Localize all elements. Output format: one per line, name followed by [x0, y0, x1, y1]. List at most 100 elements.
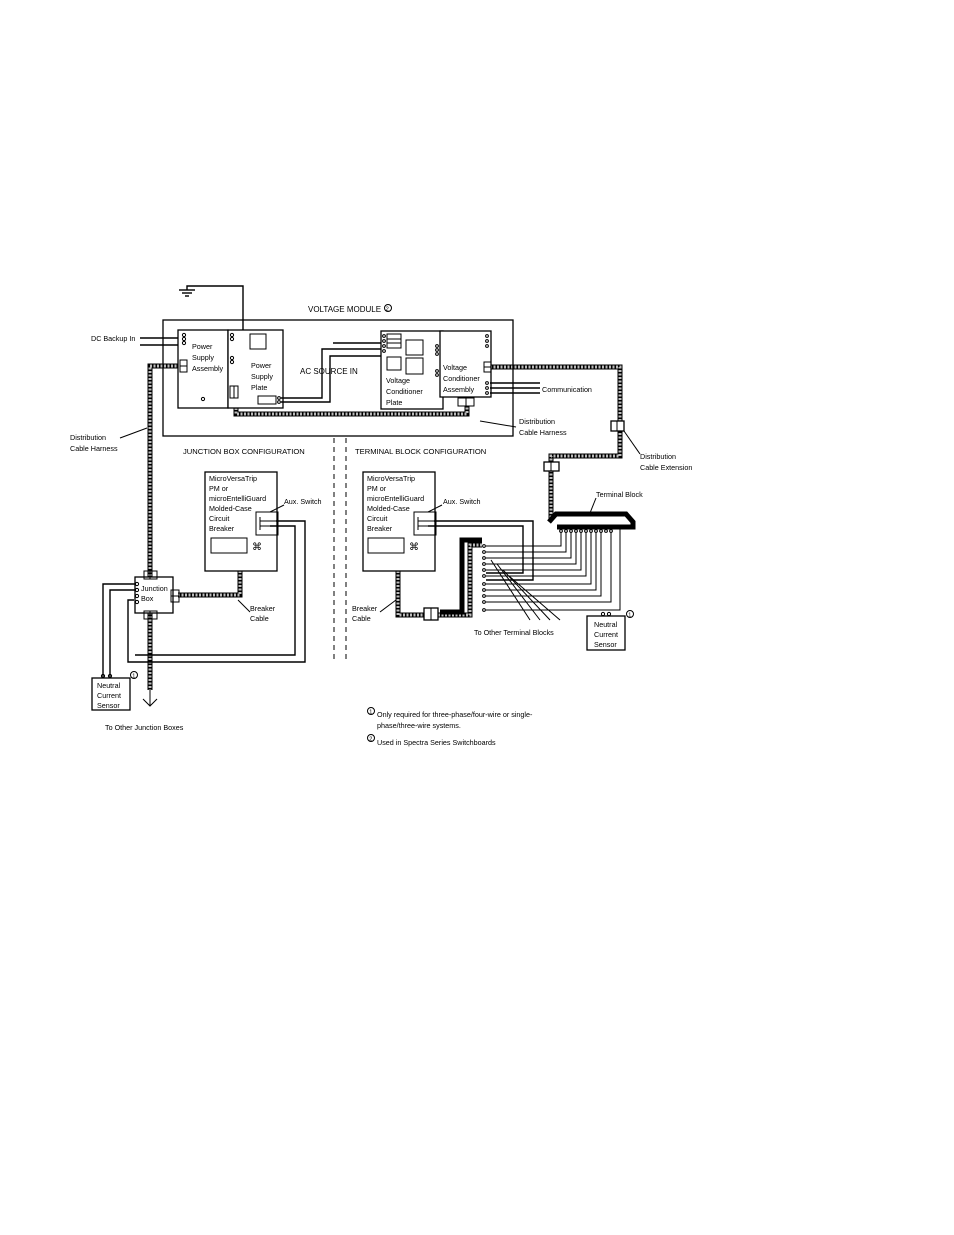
aux-switch-right-leader: [427, 504, 443, 513]
svg-text:Used in Spectra Series Switchb: Used in Spectra Series Switchboards: [377, 738, 496, 747]
svg-text:1: 1: [369, 709, 372, 715]
aux-wires-left: [127, 520, 306, 663]
breaker-right-label: MicroVersaTrip PM or microEntelliGuard M…: [367, 474, 424, 533]
voltage-conditioner-assembly-label: Voltage Conditioner Assembly: [443, 363, 480, 394]
aux-switch-right-contacts: [417, 517, 434, 530]
svg-text:Supply: Supply: [192, 353, 214, 362]
voltage-conditioner-plate-label: Voltage Conditioner Plate: [386, 376, 423, 407]
communication-label: Communication: [542, 385, 592, 394]
svg-text:Cable Harness: Cable Harness: [70, 444, 118, 453]
neutral-sensor-right-terminal-2: [606, 611, 612, 617]
svg-text:Assembly: Assembly: [443, 385, 475, 394]
svg-text:Plate: Plate: [251, 383, 267, 392]
footnote-1: 1 Only required for three-phase/four-wir…: [367, 707, 533, 730]
terminal-block: [547, 511, 636, 530]
svg-text:Neutral: Neutral: [97, 681, 121, 690]
aux-wires-right: [428, 520, 534, 581]
svg-text:Neutral: Neutral: [594, 620, 618, 629]
to-other-junction-boxes: To Other Junction Boxes: [105, 723, 184, 732]
neutral-sensor-left-terminal-2: [107, 673, 113, 679]
terminal-block-configuration-heading: TERMINAL BLOCK CONFIGURATION: [355, 447, 486, 456]
voltage-module-frame: [162, 319, 514, 437]
breaker-right-display: [367, 537, 405, 554]
neutral-sensor-right: [586, 615, 626, 651]
terminal-block-leader: [589, 497, 597, 514]
svg-text:MicroVersaTrip: MicroVersaTrip: [367, 474, 415, 483]
junction-box-terminals: [134, 570, 180, 620]
terminal-block-fan-wires: [486, 527, 621, 621]
ac-source-label: AC SOURCE IN: [300, 367, 358, 376]
ground-icon: [179, 285, 244, 340]
svg-text:Conditioner: Conditioner: [386, 387, 423, 396]
breaker-cable-right-label: Breaker Cable: [352, 604, 378, 623]
svg-text:Circuit: Circuit: [209, 514, 229, 523]
svg-text:Breaker: Breaker: [209, 524, 235, 533]
junction-box-configuration-heading: JUNCTION BOX CONFIGURATION: [183, 447, 305, 456]
svg-text:microEntelliGuard: microEntelliGuard: [367, 494, 424, 503]
breaker-left-switch-icon: ⌘: [252, 542, 262, 553]
down-arrow-icon: [142, 690, 158, 707]
power-supply-assembly-label: Power Supply Assembly: [192, 342, 224, 373]
terminal-bundle-terminals: [482, 544, 486, 612]
svg-text:Conditioner: Conditioner: [443, 374, 480, 383]
svg-text:Cable Harness: Cable Harness: [519, 428, 567, 437]
svg-text:microEntelliGuard: microEntelliGuard: [209, 494, 266, 503]
power-supply-plate-label: Power Supply Plate: [251, 361, 273, 392]
svg-text:Voltage: Voltage: [443, 363, 467, 372]
svg-text:Distribution: Distribution: [640, 452, 676, 461]
neutral-sensor-right-terminal: [600, 611, 606, 617]
svg-text:Sensor: Sensor: [594, 640, 617, 649]
breaker-right-switch-icon: ⌘: [409, 542, 419, 553]
breaker-cable-right-path: [395, 542, 482, 618]
svg-text:Distribution: Distribution: [519, 417, 555, 426]
dc-backup-label: DC Backup In: [91, 334, 135, 343]
svg-text:Power: Power: [251, 361, 272, 370]
breaker-cable-right-leader: [379, 599, 397, 613]
harness-right-leader: [479, 420, 517, 428]
footnote-2: 2 Used in Spectra Series Switchboards: [367, 734, 496, 747]
svg-text:Breaker: Breaker: [367, 524, 393, 533]
svg-text:PM or: PM or: [209, 484, 229, 493]
neutral-sensor-left-wires: [102, 583, 135, 678]
power-supply-terminals: [179, 332, 281, 405]
ac-source-wires: [281, 342, 381, 403]
svg-text:Box: Box: [141, 594, 154, 603]
harness-left-leader: [119, 427, 148, 439]
neutral-left-note-marker: 1: [132, 673, 135, 679]
junction-box-label: Junction Box: [141, 584, 168, 603]
svg-text:phase/three-wire systems.: phase/three-wire systems.: [377, 721, 461, 730]
power-supply-plate: [227, 329, 284, 409]
svg-text:Molded-Case: Molded-Case: [367, 504, 410, 513]
distribution-cable-extension-label: Distribution Cable Extension: [640, 452, 692, 472]
terminal-bundle-bracket: [440, 537, 482, 615]
svg-text:PM or: PM or: [367, 484, 387, 493]
communication-wires: [490, 382, 540, 394]
aux-switch-left: [255, 511, 279, 536]
neutral-sensor-right-label: Neutral Current Sensor: [594, 620, 618, 649]
note-1-marker-left: [130, 671, 138, 679]
svg-text:Junction: Junction: [141, 584, 168, 593]
voltage-module-note-marker: 2: [386, 307, 389, 313]
svg-text:Assembly: Assembly: [192, 364, 224, 373]
terminal-block-label: Terminal Block: [596, 490, 643, 499]
note-2-marker: [384, 304, 392, 312]
breaker-cable-left-label: Breaker Cable: [250, 604, 276, 623]
neutral-sensor-left: [91, 677, 131, 711]
aux-switch-right-label: Aux. Switch: [443, 497, 481, 506]
breaker-cable-left-path: [178, 571, 243, 598]
aux-switch-left-contacts: [259, 517, 276, 530]
svg-text:Breaker: Breaker: [352, 604, 378, 613]
svg-text:Voltage: Voltage: [386, 376, 410, 385]
aux-switch-left-leader: [269, 504, 285, 513]
svg-text:Molded-Case: Molded-Case: [209, 504, 252, 513]
svg-text:Distribution: Distribution: [70, 433, 106, 442]
note-1-marker-right: [626, 610, 634, 618]
svg-text:Breaker: Breaker: [250, 604, 276, 613]
distribution-cable-harness-left-label: Distribution Cable Harness: [70, 433, 118, 453]
svg-text:Cable: Cable: [352, 614, 371, 623]
voltage-conditioner-parts: [382, 333, 492, 407]
neutral-sensor-left-label: Neutral Current Sensor: [97, 681, 121, 710]
power-supply-assembly: [177, 329, 229, 409]
svg-text:Current: Current: [594, 630, 618, 639]
